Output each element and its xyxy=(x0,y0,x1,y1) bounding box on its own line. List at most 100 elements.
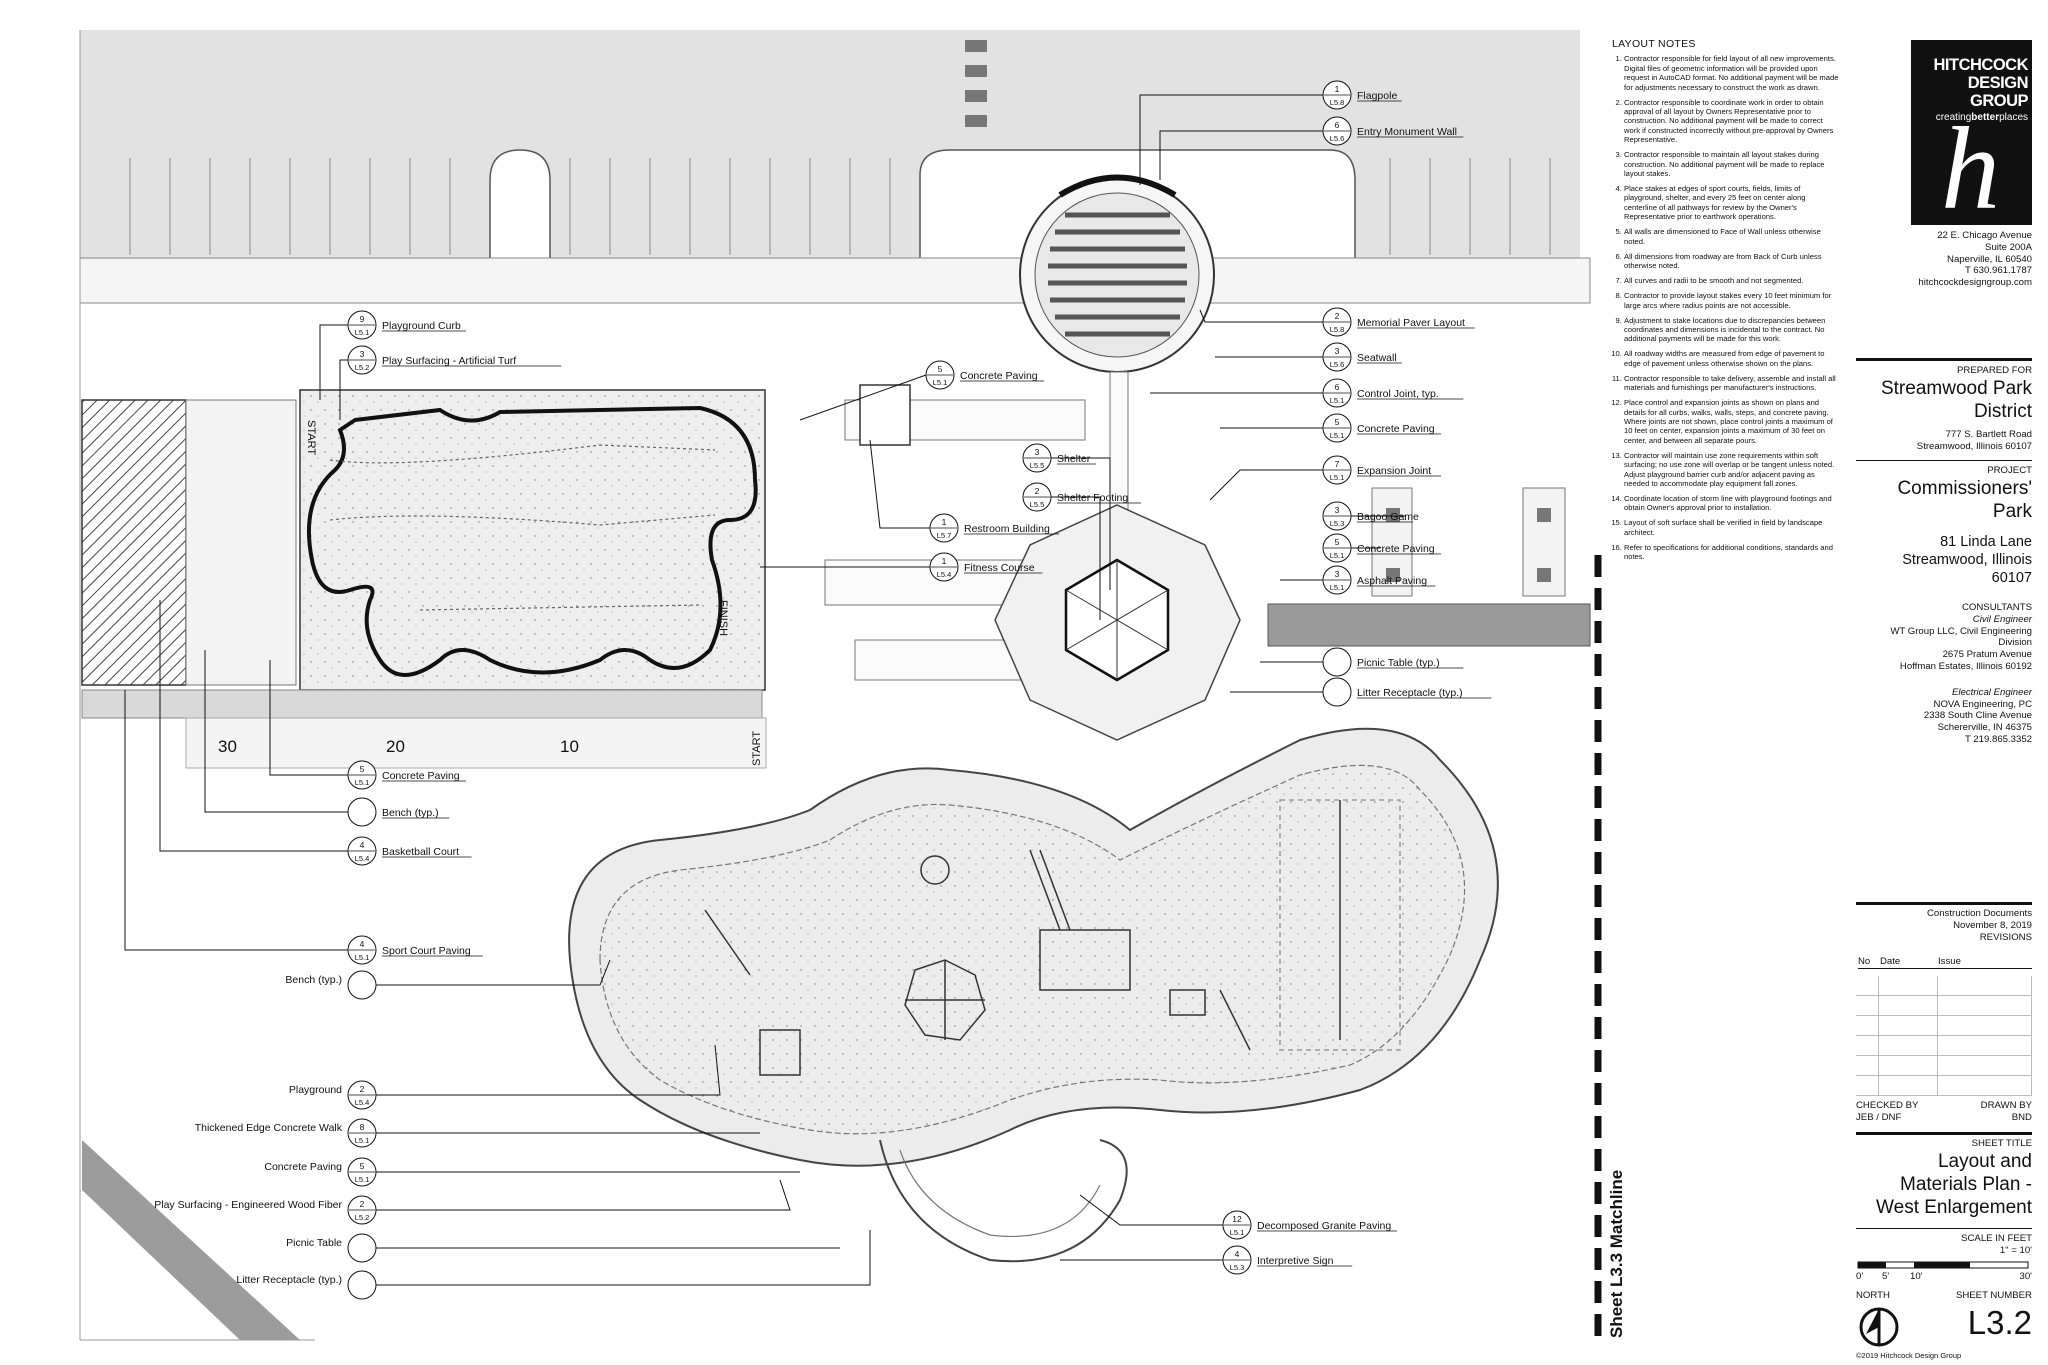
callout-label: Play Surfacing - Engineered Wood Fiber xyxy=(154,1199,342,1211)
title-block: HITCHCOCK DESIGN GROUP creatingbetterpla… xyxy=(1856,28,2032,1360)
scale-ticks: 0' 5' 10' 30' xyxy=(1856,1271,2032,1282)
revisions-table xyxy=(1856,976,2032,1097)
callout-label: Restroom Building xyxy=(964,523,1050,535)
callout-sheet: L5.5 xyxy=(1030,500,1045,509)
layout-note-16: Refer to specifications for additional c… xyxy=(1624,543,1840,562)
layout-note-11: Contractor responsible to take delivery,… xyxy=(1624,374,1840,393)
basketball-court xyxy=(81,399,187,686)
callout-number: 3 xyxy=(360,349,365,359)
callout-label: Flagpole xyxy=(1357,90,1397,102)
callout-number: 4 xyxy=(360,939,365,949)
revisions-header: No Date Issue xyxy=(1858,956,2032,969)
layout-note-14: Coordinate location of storm line with p… xyxy=(1624,494,1840,513)
callout-number: 8 xyxy=(360,1122,365,1132)
callout-sheet: L5.1 xyxy=(355,778,370,787)
callout-sheet: L5.1 xyxy=(1330,431,1345,440)
layout-note-2: Contractor responsible to coordinate wor… xyxy=(1624,98,1840,145)
consultants: CONSULTANTS Civil Engineer WT Group LLC,… xyxy=(1890,602,2032,745)
court-number-30: 30 xyxy=(218,737,237,756)
callout-bottom-left-7: Litter Receptacle (typ.) xyxy=(236,1230,871,1300)
play-equipment xyxy=(704,799,1401,1076)
callout-sheet: L5.3 xyxy=(1330,519,1345,528)
callout-label: Entry Monument Wall xyxy=(1357,126,1457,138)
callout-label: Play Surfacing - Artificial Turf xyxy=(382,355,516,367)
notes-title: LAYOUT NOTES xyxy=(1612,38,1696,50)
north-label: NORTH xyxy=(1856,1290,1890,1301)
north-arrow-icon xyxy=(1859,1307,1899,1347)
callout-sheet: L5.2 xyxy=(355,363,370,372)
callout-number: 1 xyxy=(942,556,947,566)
start-label-top: START xyxy=(305,420,317,455)
callout-sheet: L5.1 xyxy=(1330,583,1345,592)
callout-label: Fitness Course xyxy=(964,562,1035,574)
asphalt-paving xyxy=(1267,603,1591,647)
callout-upper-left-2: 3L5.2 Play Surfacing - Artificial Turf xyxy=(339,345,562,420)
callout-sheet: L5.1 xyxy=(933,378,948,387)
callout-sheet: L5.1 xyxy=(355,1175,370,1184)
callout-number: 4 xyxy=(1235,1249,1240,1259)
callout-sheet: L5.1 xyxy=(355,328,370,337)
layout-notes: LAYOUT NOTES Contractor responsible for … xyxy=(1612,38,1840,567)
callout-number: 3 xyxy=(1335,346,1340,356)
graphic-scale-bar xyxy=(1857,1261,2029,1269)
callout-label: Bagoo Game xyxy=(1357,511,1419,523)
callout-label: Concrete Paving xyxy=(1357,543,1435,555)
callout-label: Litter Receptacle (typ.) xyxy=(236,1274,342,1286)
callout-label: Picnic Table xyxy=(286,1237,342,1249)
callout-lower-left-2: Bench (typ.) xyxy=(204,650,450,827)
callout-sheet: L5.1 xyxy=(1330,396,1345,405)
callout-number: 3 xyxy=(1335,505,1340,515)
callout-number: 2 xyxy=(360,1084,365,1094)
callout-label: Playground xyxy=(289,1084,342,1096)
callout-right-12: Litter Receptacle (typ.) xyxy=(1230,677,1492,707)
layout-note-7: All curves and radii to be smooth and no… xyxy=(1624,276,1840,285)
callout-label: Shelter xyxy=(1057,453,1091,465)
layout-note-13: Contractor will maintain use zone requir… xyxy=(1624,451,1840,489)
layout-note-5: All walls are dimensioned to Face of Wal… xyxy=(1624,227,1840,246)
callout-label: Picnic Table (typ.) xyxy=(1357,657,1440,669)
callout-right-8: 3L5.3 Bagoo Game xyxy=(1322,501,1419,531)
layout-note-4: Place stakes at edges of sport courts, f… xyxy=(1624,184,1840,222)
playground-curb-outline xyxy=(306,405,758,677)
callout-sheet: L5.5 xyxy=(1030,461,1045,470)
callout-label: Thickened Edge Concrete Walk xyxy=(195,1122,343,1134)
callout-sheet: L5.3 xyxy=(1230,1263,1245,1272)
sheet-title-label: SHEET TITLE xyxy=(1971,1138,2032,1149)
callout-label: Bench (typ.) xyxy=(285,974,342,986)
memorial-paver-circle xyxy=(1019,174,1215,373)
callout-number: 5 xyxy=(360,1161,365,1171)
callout-number: 12 xyxy=(1232,1214,1242,1224)
callout-bottom-left-3: 8L5.1 Thickened Edge Concrete Walk xyxy=(195,1118,760,1148)
logo-line-1: HITCHCOCK xyxy=(1933,56,2029,74)
callout-label: Decomposed Granite Paving xyxy=(1257,1220,1391,1232)
layout-note-6: All dimensions from roadway are from Bac… xyxy=(1624,252,1840,271)
layout-note-10: All roadway widths are measured from edg… xyxy=(1624,349,1840,368)
callout-label: Basketball Court xyxy=(382,846,459,858)
logo-line-3: GROUP xyxy=(1969,92,2029,110)
parking-stall-lines xyxy=(129,158,1551,255)
callout-label: Memorial Paver Layout xyxy=(1357,317,1465,329)
callout-sheet: L5.1 xyxy=(355,953,370,962)
layout-note-15: Layout of soft surface shall be verified… xyxy=(1624,518,1840,537)
callout-sheet: L5.2 xyxy=(355,1213,370,1222)
callout-number: 2 xyxy=(1035,486,1040,496)
callout-sheet: L5.6 xyxy=(1330,360,1345,369)
callout-sheet: L5.1 xyxy=(355,1136,370,1145)
callout-label: Concrete Paving xyxy=(960,370,1038,382)
project-label: PROJECT xyxy=(1987,465,2032,476)
